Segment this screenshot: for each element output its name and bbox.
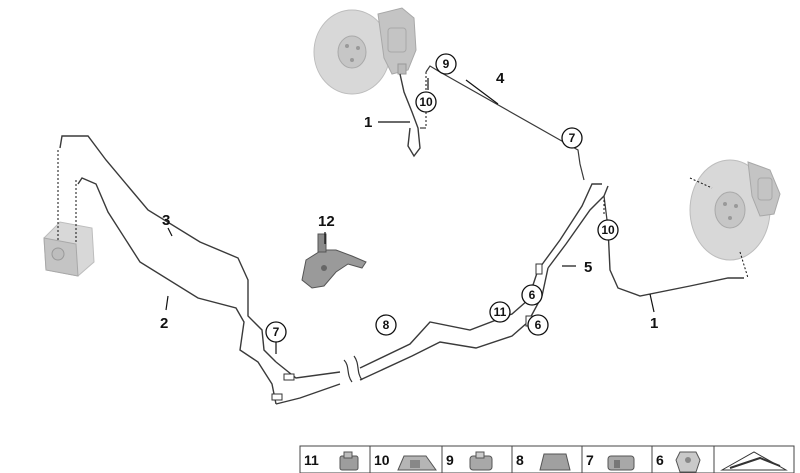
circled-label-6-upper: 6: [521, 284, 543, 306]
table-cell-label-7: 7: [586, 452, 594, 468]
part-label-1-right: 1: [650, 315, 658, 332]
clip-10-thumbnail: [397, 455, 437, 471]
nut-6-thumbnail: [675, 451, 701, 473]
circled-label-9: 9: [435, 53, 457, 75]
table-cell-label-8: 8: [516, 452, 524, 468]
clip-8-thumbnail: [539, 453, 571, 471]
svg-text:7: 7: [273, 325, 280, 339]
brake-pipes: [59, 65, 744, 405]
clip-11-thumbnail: [339, 451, 359, 471]
clip-7-thumbnail: [607, 455, 635, 471]
svg-text:6: 6: [535, 318, 542, 332]
table-cell-label-10: 10: [374, 452, 390, 468]
circled-label-10-right: 10: [597, 219, 619, 241]
circled-label-7-left: 7: [265, 321, 287, 343]
circled-label-8: 8: [375, 314, 397, 336]
svg-text:10: 10: [419, 95, 433, 109]
svg-text:6: 6: [529, 288, 536, 302]
table-cell-label-11: 11: [304, 452, 319, 468]
parts-table: 11 10 9 8 7 6: [299, 445, 795, 473]
hydraulic-unit: [43, 150, 95, 277]
svg-text:10: 10: [601, 223, 615, 237]
right-brake-disc-assembly: [689, 159, 781, 261]
clip-9-thumbnail: [469, 451, 493, 471]
circled-label-6-lower: 6: [527, 314, 549, 336]
part-label-1-top: 1: [364, 114, 372, 131]
pipe-segment-thumbnail: [720, 451, 788, 471]
part-label-12: 12: [318, 213, 335, 230]
svg-text:7: 7: [569, 131, 576, 145]
part-label-3: 3: [162, 212, 170, 229]
part-label-5: 5: [584, 259, 592, 276]
label-leaders: [165, 78, 655, 354]
table-cell-label-6: 6: [656, 452, 664, 468]
circled-label-10-top: 10: [415, 91, 437, 113]
svg-text:8: 8: [383, 318, 390, 332]
part-label-2: 2: [160, 315, 168, 332]
circled-label-11: 11: [489, 301, 511, 323]
top-brake-disc-assembly: [313, 7, 417, 95]
circled-label-7-top: 7: [561, 127, 583, 149]
part-label-4: 4: [496, 70, 505, 87]
table-cell-label-9: 9: [446, 452, 454, 468]
svg-text:9: 9: [443, 57, 450, 71]
svg-text:11: 11: [494, 305, 507, 319]
bracket-part-12: [301, 233, 367, 289]
